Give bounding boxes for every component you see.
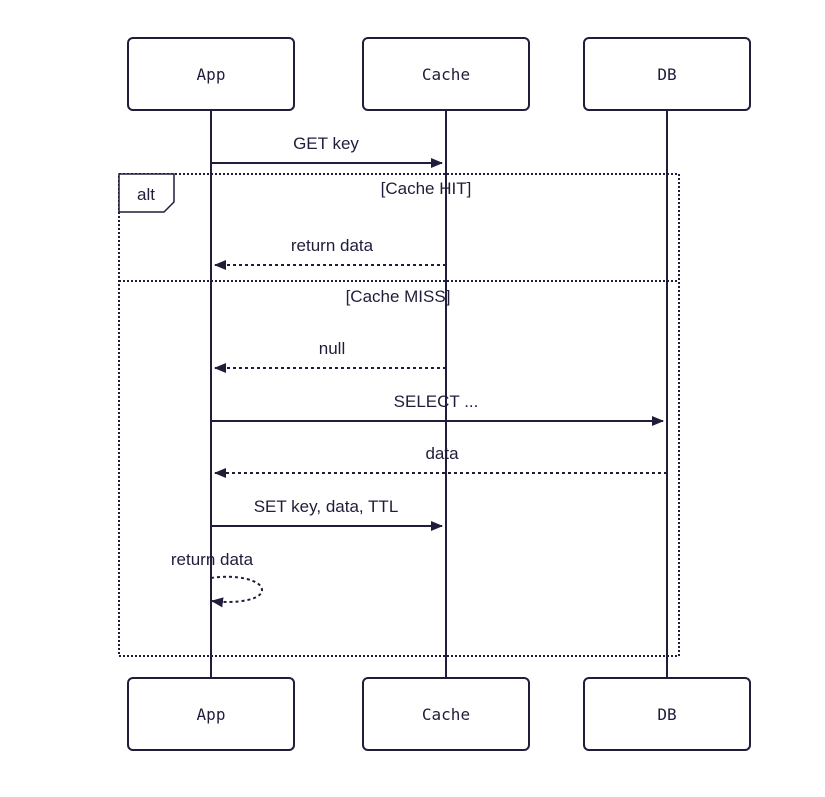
actor-app-bottom-label: App (197, 705, 226, 724)
actor-app-top[interactable]: App (127, 37, 295, 111)
message-arrow-return-data-self (210, 575, 264, 608)
alt-fragment-label-box (118, 173, 175, 213)
actor-app-top-label: App (197, 65, 226, 84)
actor-db-top[interactable]: DB (583, 37, 751, 111)
actor-cache-bottom-label: Cache (422, 705, 470, 724)
alt-section-cache-hit: [Cache HIT] (381, 179, 472, 198)
message-label-set-key: SET key, data, TTL (254, 497, 399, 516)
message-label-return-data-self: return data (171, 550, 254, 569)
actor-app-bottom[interactable]: App (127, 677, 295, 751)
actor-db-bottom[interactable]: DB (583, 677, 751, 751)
message-label-get-key: GET key (293, 134, 359, 153)
actor-cache-top[interactable]: Cache (362, 37, 530, 111)
actor-db-bottom-label: DB (657, 705, 676, 724)
actor-cache-top-label: Cache (422, 65, 470, 84)
message-label-return-data-hit: return data (291, 236, 374, 255)
alt-fragment-operator: alt (137, 185, 155, 204)
alt-section-cache-miss: [Cache MISS] (346, 287, 451, 306)
actor-db-top-label: DB (657, 65, 676, 84)
message-label-null: null (319, 339, 345, 358)
alt-fragment: alt [Cache HIT] [Cache MISS] (118, 173, 680, 657)
message-label-select: SELECT ... (394, 392, 479, 411)
message-label-data: data (425, 444, 459, 463)
actor-cache-bottom[interactable]: Cache (362, 677, 530, 751)
alt-fragment-frame (118, 173, 680, 657)
